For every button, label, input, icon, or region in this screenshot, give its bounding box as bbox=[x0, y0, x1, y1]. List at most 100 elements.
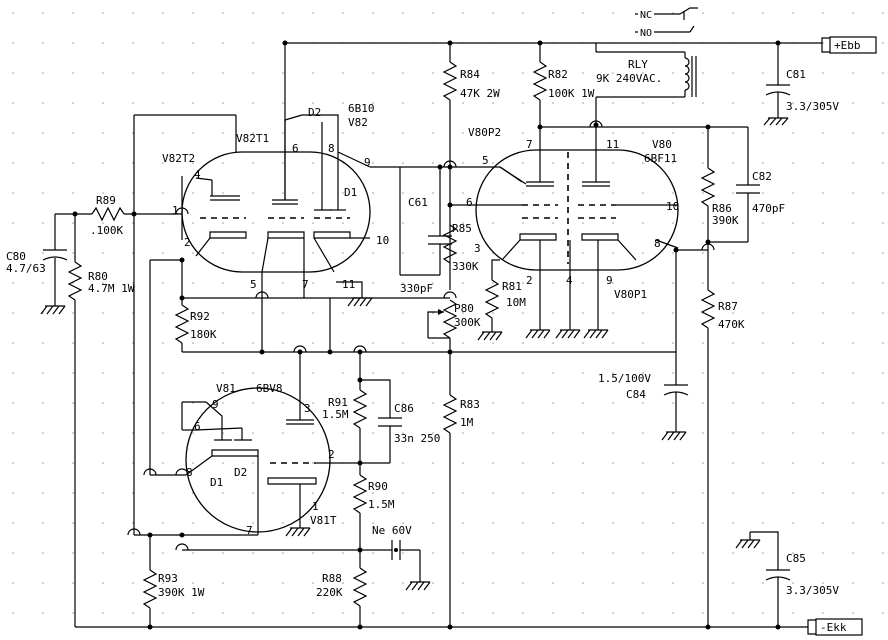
v81-pin-9: 9 bbox=[212, 398, 219, 411]
v82-type: 6B10 bbox=[348, 102, 375, 115]
v81-d1-label: D1 bbox=[210, 476, 223, 489]
v82-cathode-t2 bbox=[209, 231, 247, 239]
v81-pin-2: 2 bbox=[328, 448, 335, 461]
c61-capacitor: C61 330pF bbox=[399, 167, 452, 295]
c84-capacitor: 1.5/100V C84 bbox=[598, 247, 689, 441]
r81-ref: R81 bbox=[502, 280, 522, 293]
v82-ref: V82 bbox=[348, 116, 368, 129]
r91-resistor: R91 1.5M bbox=[322, 349, 390, 475]
c86-ref: C86 bbox=[394, 402, 414, 415]
v80-ground-symbols bbox=[525, 268, 609, 339]
r84-resistor: R84 47K 2W bbox=[442, 40, 500, 290]
r85-resistor: R85 330K bbox=[442, 202, 479, 273]
r80-ref: R80 bbox=[88, 270, 108, 283]
v82-pin-1: 1 bbox=[172, 204, 179, 217]
v82-pin-6: 6 bbox=[292, 142, 299, 155]
c82-ref: C82 bbox=[752, 170, 772, 183]
r81-val: 10M bbox=[506, 296, 526, 309]
v82-pin-9: 9 bbox=[364, 156, 371, 169]
v80-pin-7: 7 bbox=[526, 138, 533, 151]
v81-pin-3: 3 bbox=[304, 402, 311, 415]
r83-resistor: R83 1M bbox=[442, 349, 676, 630]
r81-resistor: R81 10M bbox=[477, 259, 526, 341]
c80-val: 4.7/63 bbox=[6, 262, 46, 275]
v80-type: 6BF11 bbox=[644, 152, 677, 165]
r93-val: 390K 1W bbox=[158, 586, 205, 599]
v80-pin-11: 11 bbox=[606, 138, 619, 151]
v80-p2-label: V80P2 bbox=[468, 126, 501, 139]
r86-val: 390K bbox=[712, 214, 739, 227]
neon-label: Ne 60V bbox=[372, 524, 412, 537]
r92-resistor: R92 180K bbox=[174, 260, 450, 355]
c81-capacitor: C81 3.3/305V bbox=[763, 40, 839, 126]
c81-val: 3.3/305V bbox=[786, 100, 839, 113]
ebb-rail: +Ebb bbox=[285, 36, 877, 54]
v82-d2-label: D2 bbox=[308, 106, 321, 119]
c82-val: 470pF bbox=[752, 202, 785, 215]
r88-val: 220K bbox=[316, 586, 343, 599]
v82-pin-10: 10 bbox=[376, 234, 389, 247]
ebb-label: +Ebb bbox=[834, 39, 861, 52]
v80-pin-2: 2 bbox=[526, 274, 533, 287]
ekk-rail: -Ekk bbox=[75, 618, 863, 636]
r87-resistor: R87 470K bbox=[700, 289, 745, 630]
r93-resistor: R93 390K 1W bbox=[142, 535, 205, 630]
r90-ref: R90 bbox=[368, 480, 388, 493]
v82-d1-label: D1 bbox=[344, 186, 357, 199]
v82-t1-label: V82T1 bbox=[236, 132, 269, 145]
v82-pin-7: 7 bbox=[302, 278, 309, 291]
v81-pin-1: 1 bbox=[312, 500, 319, 513]
v81-pin-6: 6 bbox=[194, 420, 201, 433]
c85-capacitor: C85 3.3/305V bbox=[735, 531, 839, 630]
r90-resistor: R90 1.5M bbox=[352, 474, 395, 568]
c86-val: 33n 250 bbox=[394, 432, 440, 445]
v80-pin-8: 8 bbox=[654, 237, 661, 250]
v82-pin-8: 8 bbox=[328, 142, 335, 155]
p80-potentiometer: P80 300K bbox=[427, 299, 481, 352]
r85-ref: R85 bbox=[452, 222, 472, 235]
r82-resistor: R82 100K 1W bbox=[532, 40, 595, 127]
c80-ref: C80 bbox=[6, 250, 26, 263]
r83-ref: R83 bbox=[460, 398, 480, 411]
r90-val: 1.5M bbox=[368, 498, 395, 511]
v80-pin-9: 9 bbox=[606, 274, 613, 287]
v81-type: 6BV8 bbox=[256, 382, 283, 395]
v81-d2-label: D2 bbox=[234, 466, 247, 479]
v80-ref: V80 bbox=[652, 138, 672, 151]
relay-spec: 9K 240VAC. bbox=[596, 72, 662, 85]
r84-ref: R84 bbox=[460, 68, 480, 81]
v80-pin-3: 3 bbox=[474, 242, 481, 255]
v82-tube: V82T1 V82T2 D2 6B10 V82 D1 4 2 6 8 9 10 … bbox=[134, 102, 453, 291]
r89-val: .100K bbox=[90, 224, 123, 237]
r83-val: 1M bbox=[460, 416, 474, 429]
r85-val: 330K bbox=[452, 260, 479, 273]
relay-nc-label: NC bbox=[640, 10, 652, 21]
v80-cathode-p2 bbox=[519, 233, 557, 241]
v81-ground bbox=[285, 520, 311, 537]
c61-ref: C61 bbox=[408, 196, 428, 209]
r87-ref: R87 bbox=[718, 300, 738, 313]
r82-val: 100K 1W bbox=[548, 87, 595, 100]
c85-val: 3.3/305V bbox=[786, 584, 839, 597]
v81-t-label: V81T bbox=[310, 514, 337, 527]
c86-capacitor: C86 33n 250 bbox=[357, 377, 440, 463]
input-network: R89 .100K C80 4.7/63 R80 4.7M 1W bbox=[6, 194, 182, 627]
v82-pin-5: 5 bbox=[250, 278, 257, 291]
r84-val: 47K 2W bbox=[460, 87, 500, 100]
r89-ref: R89 bbox=[96, 194, 116, 207]
r93-ref: R93 bbox=[158, 572, 178, 585]
v81-ref: V81 bbox=[216, 382, 236, 395]
v81-cathode bbox=[267, 477, 317, 485]
relay-ref: RLY bbox=[628, 58, 648, 71]
c81-ref: C81 bbox=[786, 68, 806, 81]
relay-coil bbox=[684, 57, 690, 91]
relay-no-label: NO bbox=[640, 28, 652, 39]
c82-capacitor: C82 470pF bbox=[708, 127, 785, 243]
r91-ref: R91 bbox=[328, 396, 348, 409]
r88-ref: R88 bbox=[322, 572, 342, 585]
r88-resistor: R88 220K bbox=[316, 567, 368, 630]
c84-val: 1.5/100V bbox=[598, 372, 651, 385]
v81-tube: V81 6BV8 V81T D1 D2 9 3 6 8 2 1 7 bbox=[185, 349, 350, 537]
r91-val: 1.5M bbox=[322, 408, 349, 421]
